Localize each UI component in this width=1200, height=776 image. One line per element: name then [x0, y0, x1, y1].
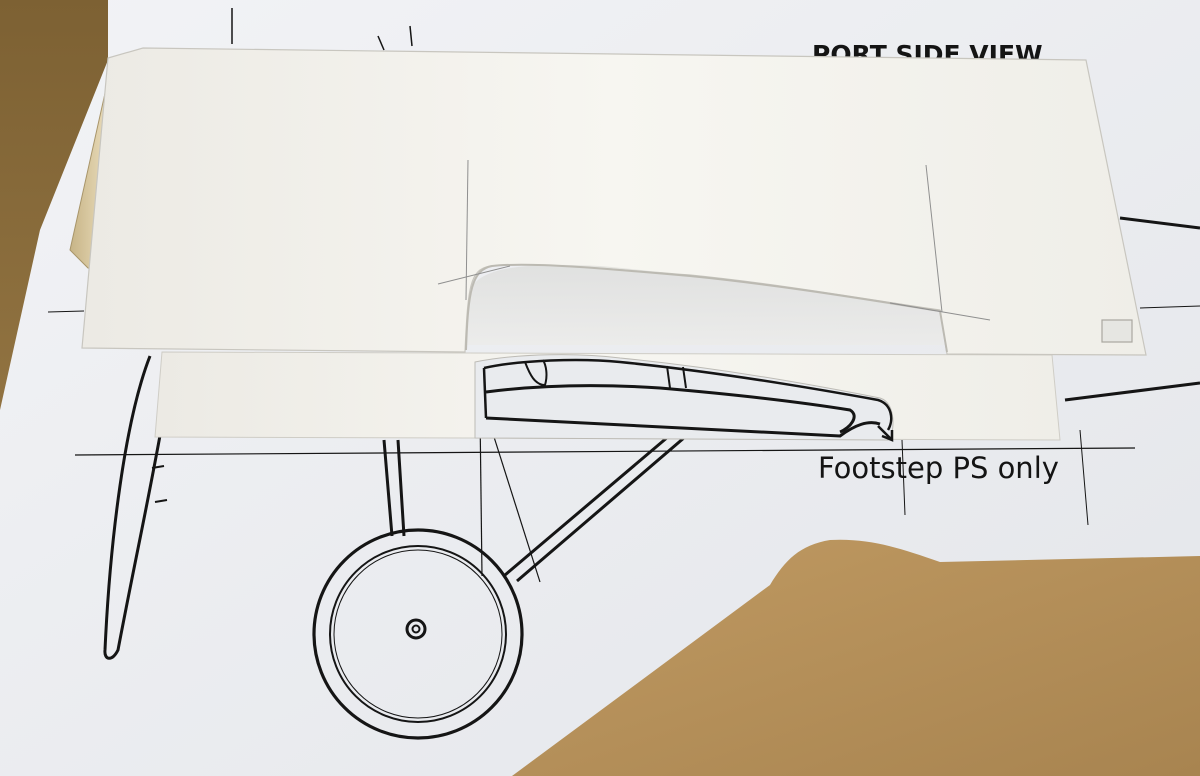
plan-tick-top-3: [377, 35, 385, 51]
plan-gear-brace: [487, 417, 541, 583]
plan-wheel-axle: [411, 624, 421, 634]
plan-left-tick: [47, 310, 85, 313]
plan-prop-tick-2: [154, 499, 168, 503]
upper-card-cut-edge: [465, 263, 948, 353]
plan-wheel-rim-inner: [333, 549, 503, 719]
plan-wheel-rim: [329, 545, 507, 723]
plan-fairing-top: [483, 358, 893, 431]
plan-vertical-left: [901, 439, 906, 516]
plan-line-upper-right: [1119, 216, 1200, 230]
plan-line-right: [1064, 381, 1200, 402]
plan-fairing-detail-2: [666, 365, 687, 389]
pencil-tangent-left: [437, 265, 511, 285]
plan-gear-front-leg: [382, 439, 406, 537]
plan-prop-tick: [151, 465, 165, 469]
plan-vertical-right: [1079, 429, 1089, 526]
plan-fairing-detail: [524, 359, 548, 387]
plan-fairing-left-edge: [482, 367, 488, 419]
footstep-note: Footstep PS only: [818, 451, 1059, 485]
pencil-marks: [437, 159, 991, 321]
lower-card-window: [474, 354, 894, 441]
plan-gear-brace-2: [479, 411, 483, 577]
plan-ground-line: [74, 447, 1136, 456]
mdf-board: [512, 539, 1200, 776]
plan-tick-top-2: [409, 25, 413, 47]
plan-fairing-mid: [485, 384, 856, 434]
plan-wheel-outer: [312, 528, 524, 740]
plan-wheel-hub: [405, 618, 427, 640]
plan-gear-strut: [504, 423, 693, 583]
plan-drawing: [47, 8, 1200, 740]
upper-card-cut-shadow: [467, 264, 944, 345]
plan-line-right-thin: [1139, 305, 1200, 309]
plan-fairing: [482, 358, 894, 442]
plan-propeller: [103, 355, 170, 660]
plan-footstep-arrow: [877, 425, 894, 442]
pencil-vertical-right: [925, 164, 943, 313]
pencil-tangent-right: [889, 302, 991, 321]
plan-fairing-bottom: [485, 416, 881, 438]
card-notch: [1101, 319, 1133, 343]
